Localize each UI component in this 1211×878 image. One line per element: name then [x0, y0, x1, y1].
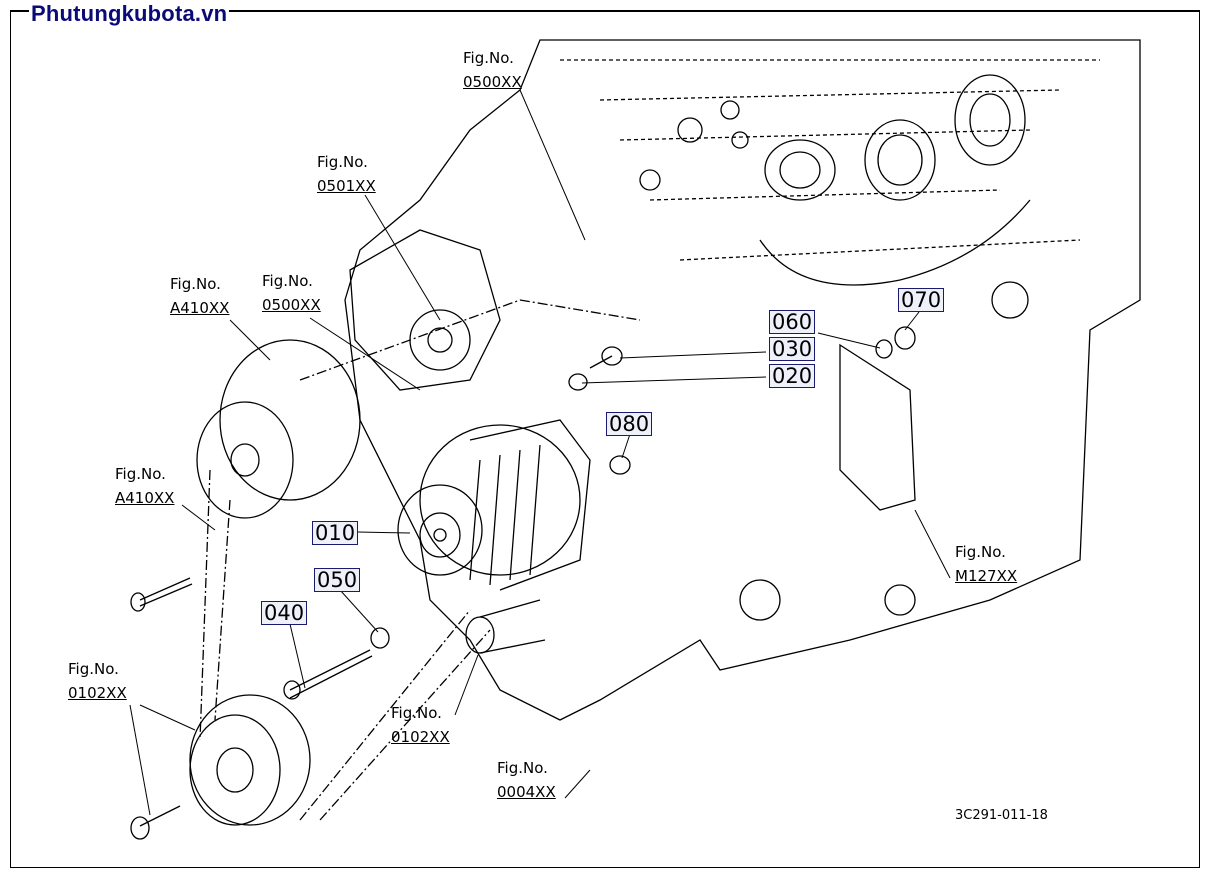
- fig-number: 0004XX: [497, 783, 556, 801]
- fig-number: 0102XX: [68, 684, 127, 702]
- fig-ref-0500xx-top[interactable]: Fig.No. 0500XX: [463, 46, 522, 94]
- fig-label: Fig.No.: [317, 153, 368, 171]
- fig-ref-0004xx[interactable]: Fig.No. 0004XX: [497, 756, 556, 804]
- fig-ref-a410xx-top[interactable]: Fig.No. A410XX: [170, 272, 229, 320]
- fig-label: Fig.No.: [497, 759, 548, 777]
- fig-label: Fig.No.: [262, 272, 313, 290]
- fig-number: 0500XX: [262, 296, 321, 314]
- fig-number: 0500XX: [463, 73, 522, 91]
- fig-number: 0501XX: [317, 177, 376, 195]
- part-050[interactable]: 050: [314, 568, 361, 592]
- part-040[interactable]: 040: [261, 601, 308, 625]
- fig-ref-0501xx[interactable]: Fig.No. 0501XX: [317, 150, 376, 198]
- fig-number: 0102XX: [391, 728, 450, 746]
- fig-label: Fig.No.: [955, 543, 1006, 561]
- watermark-logo: Phutungkubota.vn: [29, 1, 230, 27]
- drawing-code: 3C291-011-18: [955, 808, 1048, 823]
- fig-label: Fig.No.: [463, 49, 514, 67]
- fig-ref-0102xx-center[interactable]: Fig.No. 0102XX: [391, 701, 450, 749]
- fig-ref-m127xx[interactable]: Fig.No. M127XX: [955, 540, 1017, 588]
- drawing-frame: [10, 10, 1200, 868]
- fig-number: A410XX: [170, 299, 230, 317]
- part-080[interactable]: 080: [606, 412, 653, 436]
- part-020[interactable]: 020: [769, 364, 816, 388]
- fig-label: Fig.No.: [170, 275, 221, 293]
- fig-label: Fig.No.: [68, 660, 119, 678]
- fig-label: Fig.No.: [391, 704, 442, 722]
- part-070[interactable]: 070: [898, 288, 945, 312]
- part-010[interactable]: 010: [312, 521, 359, 545]
- fig-number: M127XX: [955, 567, 1018, 585]
- fig-number: A410XX: [115, 489, 175, 507]
- part-030[interactable]: 030: [769, 337, 816, 361]
- fig-ref-0102xx-left[interactable]: Fig.No. 0102XX: [68, 657, 127, 705]
- part-060[interactable]: 060: [769, 310, 816, 334]
- engine-block: [344, 39, 1141, 721]
- fig-label: Fig.No.: [115, 465, 166, 483]
- fig-ref-a410xx-lower[interactable]: Fig.No. A410XX: [115, 462, 174, 510]
- fig-ref-0500xx-mid[interactable]: Fig.No. 0500XX: [262, 269, 321, 317]
